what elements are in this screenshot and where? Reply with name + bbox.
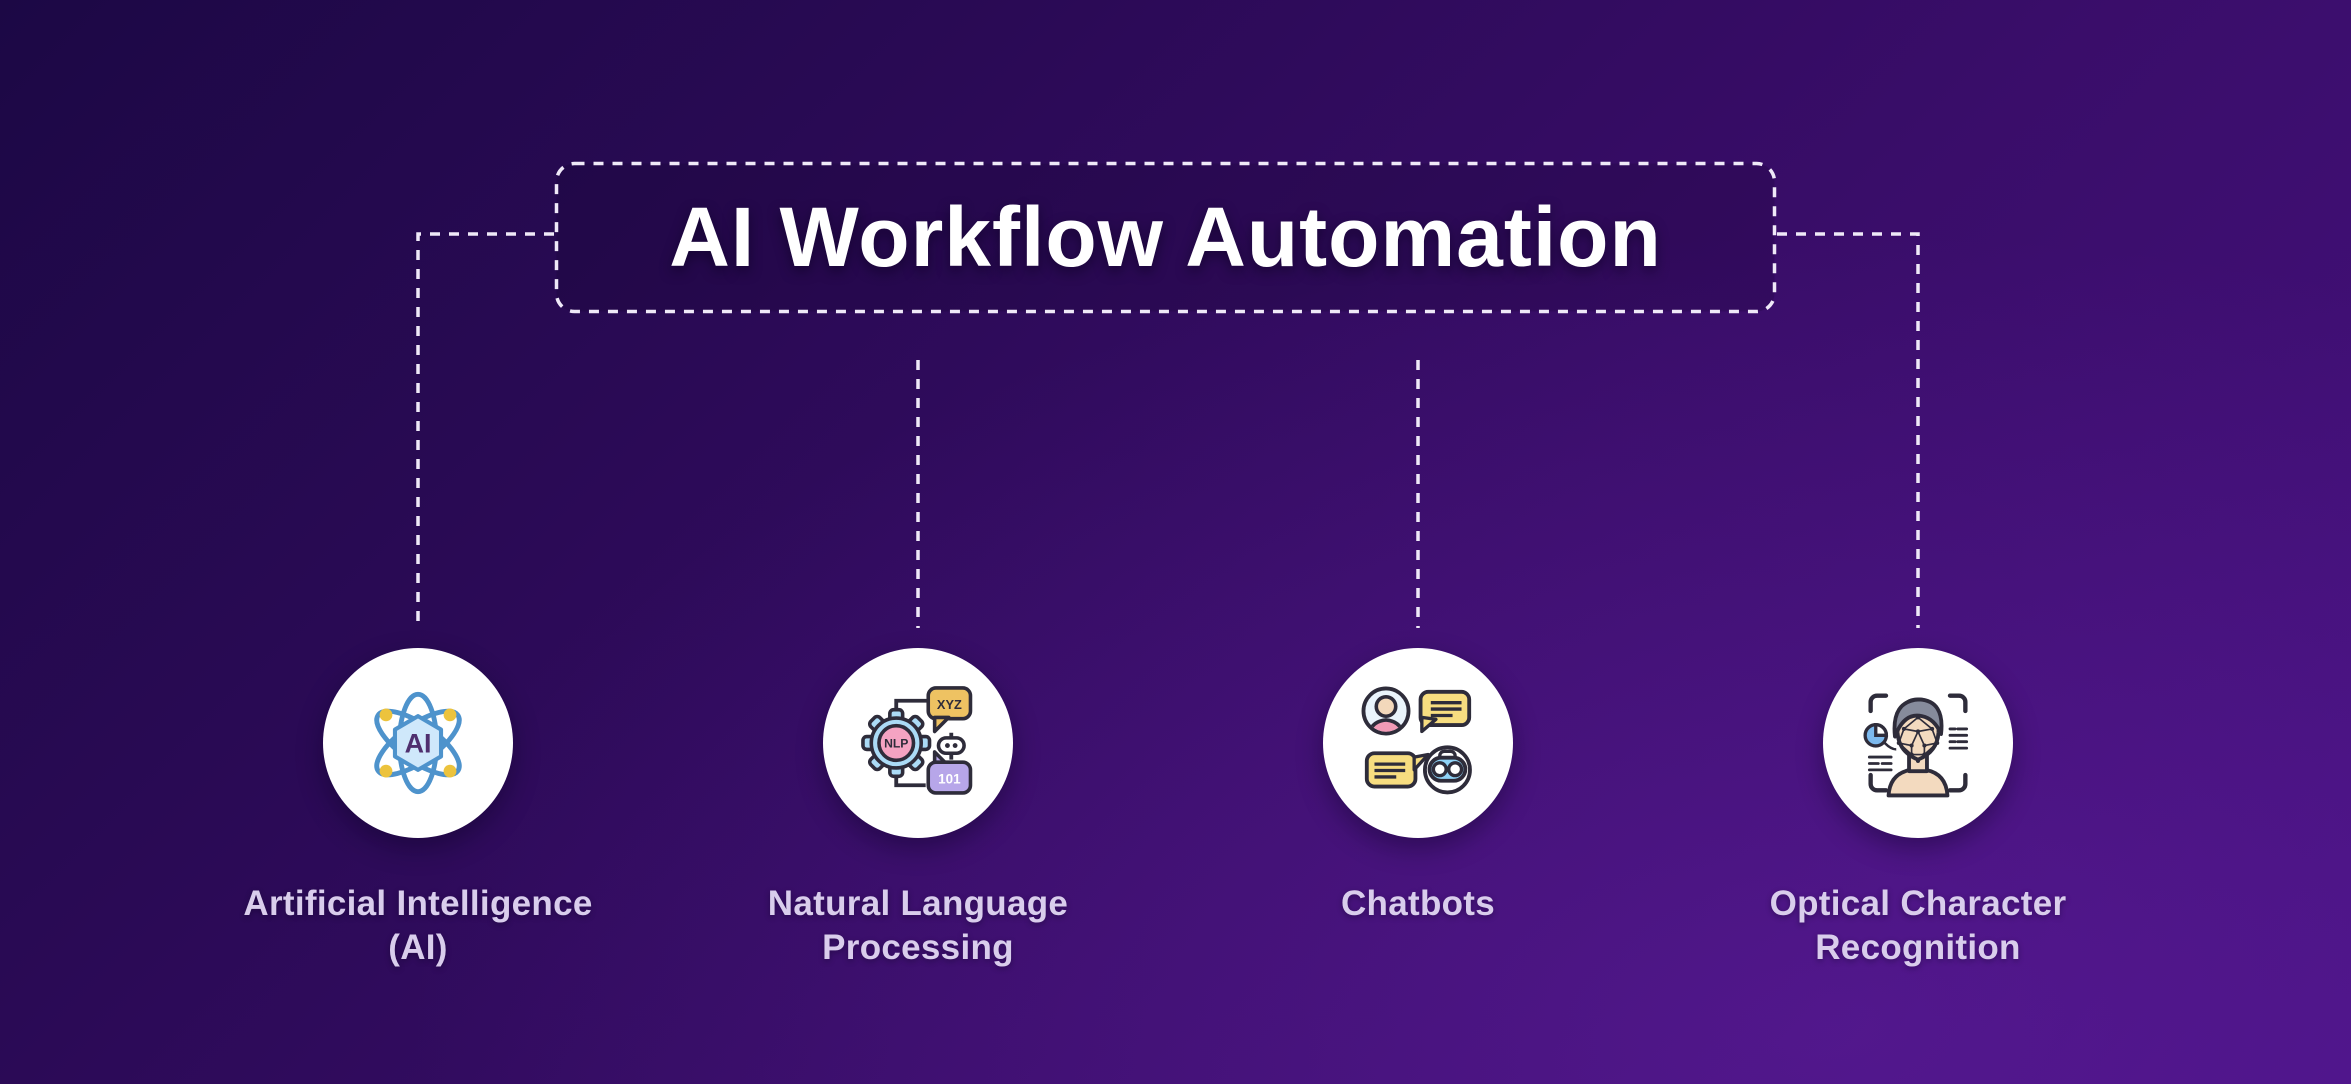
nlp-gear-icon: NLP XYZ 101 — [861, 686, 973, 795]
node-circle — [1823, 648, 2013, 838]
node-label-line: Chatbots — [1340, 884, 1496, 923]
node-label: Artificial Intelligence (AI) — [243, 882, 592, 970]
ai-atom-icon: AI — [374, 691, 462, 795]
node-natural-language-processing: NLP XYZ 101 Natural Language Proces — [698, 648, 1138, 970]
node-label: Optical Character Recognition — [1770, 882, 2067, 970]
node-chatbots: Chatbots — [1198, 648, 1638, 926]
node-label-line: Natural Language — [767, 884, 1069, 923]
node-circle: NLP XYZ 101 — [823, 648, 1013, 838]
title-box: AI Workflow Automation — [555, 162, 1776, 313]
pie-chart-glyph — [1863, 723, 1897, 751]
title-box-border — [554, 161, 1777, 314]
xyz-bubble-text: XYZ — [937, 697, 962, 712]
node-label-line: Artificial Intelligence — [243, 884, 593, 923]
ocr-face-scan-icon — [1863, 693, 1969, 798]
node-circle: AI — [323, 648, 513, 838]
connector-right-elbow — [1777, 232, 1920, 628]
node-label: Chatbots — [1341, 882, 1495, 926]
node-circle — [1323, 648, 1513, 838]
node-label-line: Recognition — [1815, 928, 2021, 967]
node-artificial-intelligence: AI Artificial Intelligence (AI) — [198, 648, 638, 970]
chatbots-icon — [1361, 686, 1472, 795]
page-title: AI Workflow Automation — [669, 190, 1662, 284]
connector-left-elbow — [416, 232, 554, 628]
binary-bubble-text: 101 — [938, 771, 961, 786]
node-label-line: Optical Character — [1769, 884, 2067, 923]
nlp-icon-text: NLP — [884, 736, 908, 750]
node-optical-character-recognition: Optical Character Recognition — [1698, 648, 2138, 970]
ai-icon-text: AI — [405, 729, 432, 759]
node-label: Natural Language Processing — [768, 882, 1068, 970]
node-label-line: (AI) — [388, 928, 448, 967]
node-label-line: Processing — [822, 928, 1014, 967]
